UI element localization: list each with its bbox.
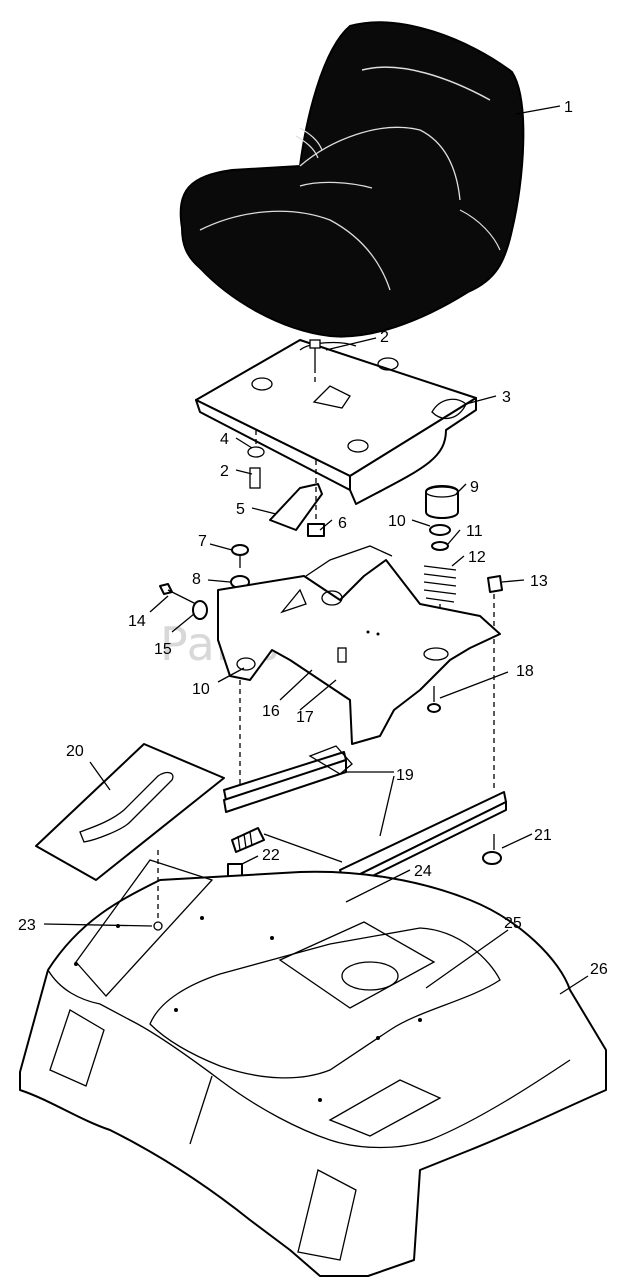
callout-5: 5: [236, 501, 245, 518]
side-bolt: [159, 583, 208, 620]
callout-8: 8: [192, 571, 201, 588]
callout-14: 14: [128, 613, 146, 630]
callout-1: 1: [564, 99, 573, 116]
pin-23: [153, 850, 163, 931]
callout-20: 20: [66, 743, 84, 760]
callout-25: 25: [504, 915, 522, 932]
callout-6: 6: [338, 515, 347, 532]
callout-24: 24: [414, 863, 432, 880]
callout-16: 16: [262, 703, 280, 720]
callout-labels: 1 2 2 3 4 5 6 7 8 9 10 10 11 12 13 14 15…: [18, 99, 608, 978]
callout-12: 12: [468, 549, 486, 566]
callout-4: 4: [220, 431, 229, 448]
callout-22: 22: [262, 847, 280, 864]
bolt-18: [427, 686, 441, 713]
callout-21: 21: [534, 827, 552, 844]
hood-body: [19, 859, 607, 1277]
seat-pad: [35, 743, 225, 881]
nut-right: [487, 575, 503, 790]
seat-pan: [195, 339, 477, 505]
callout-2-top: 2: [380, 329, 389, 346]
callout-9: 9: [470, 479, 479, 496]
bolt-21: [482, 834, 502, 865]
callout-17: 17: [296, 709, 314, 726]
slide-rails: [223, 745, 507, 891]
callout-10-upper: 10: [388, 513, 406, 530]
leader-lines: [43, 105, 589, 995]
callout-23: 23: [18, 917, 36, 934]
bolt-top: [309, 339, 321, 382]
left-fasteners: [247, 430, 325, 537]
callout-10-lower: 10: [192, 681, 210, 698]
seat: [179, 21, 525, 338]
callout-7: 7: [198, 533, 207, 550]
callout-13: 13: [530, 573, 548, 590]
callout-15: 15: [154, 641, 172, 658]
seat-bracket: [217, 545, 501, 745]
callout-18: 18: [516, 663, 534, 680]
callout-26: 26: [590, 961, 608, 978]
callout-11: 11: [466, 523, 483, 540]
callout-3: 3: [502, 389, 511, 406]
callout-19: 19: [396, 767, 414, 784]
callout-2-left: 2: [220, 463, 229, 480]
spring-22: [227, 827, 343, 879]
